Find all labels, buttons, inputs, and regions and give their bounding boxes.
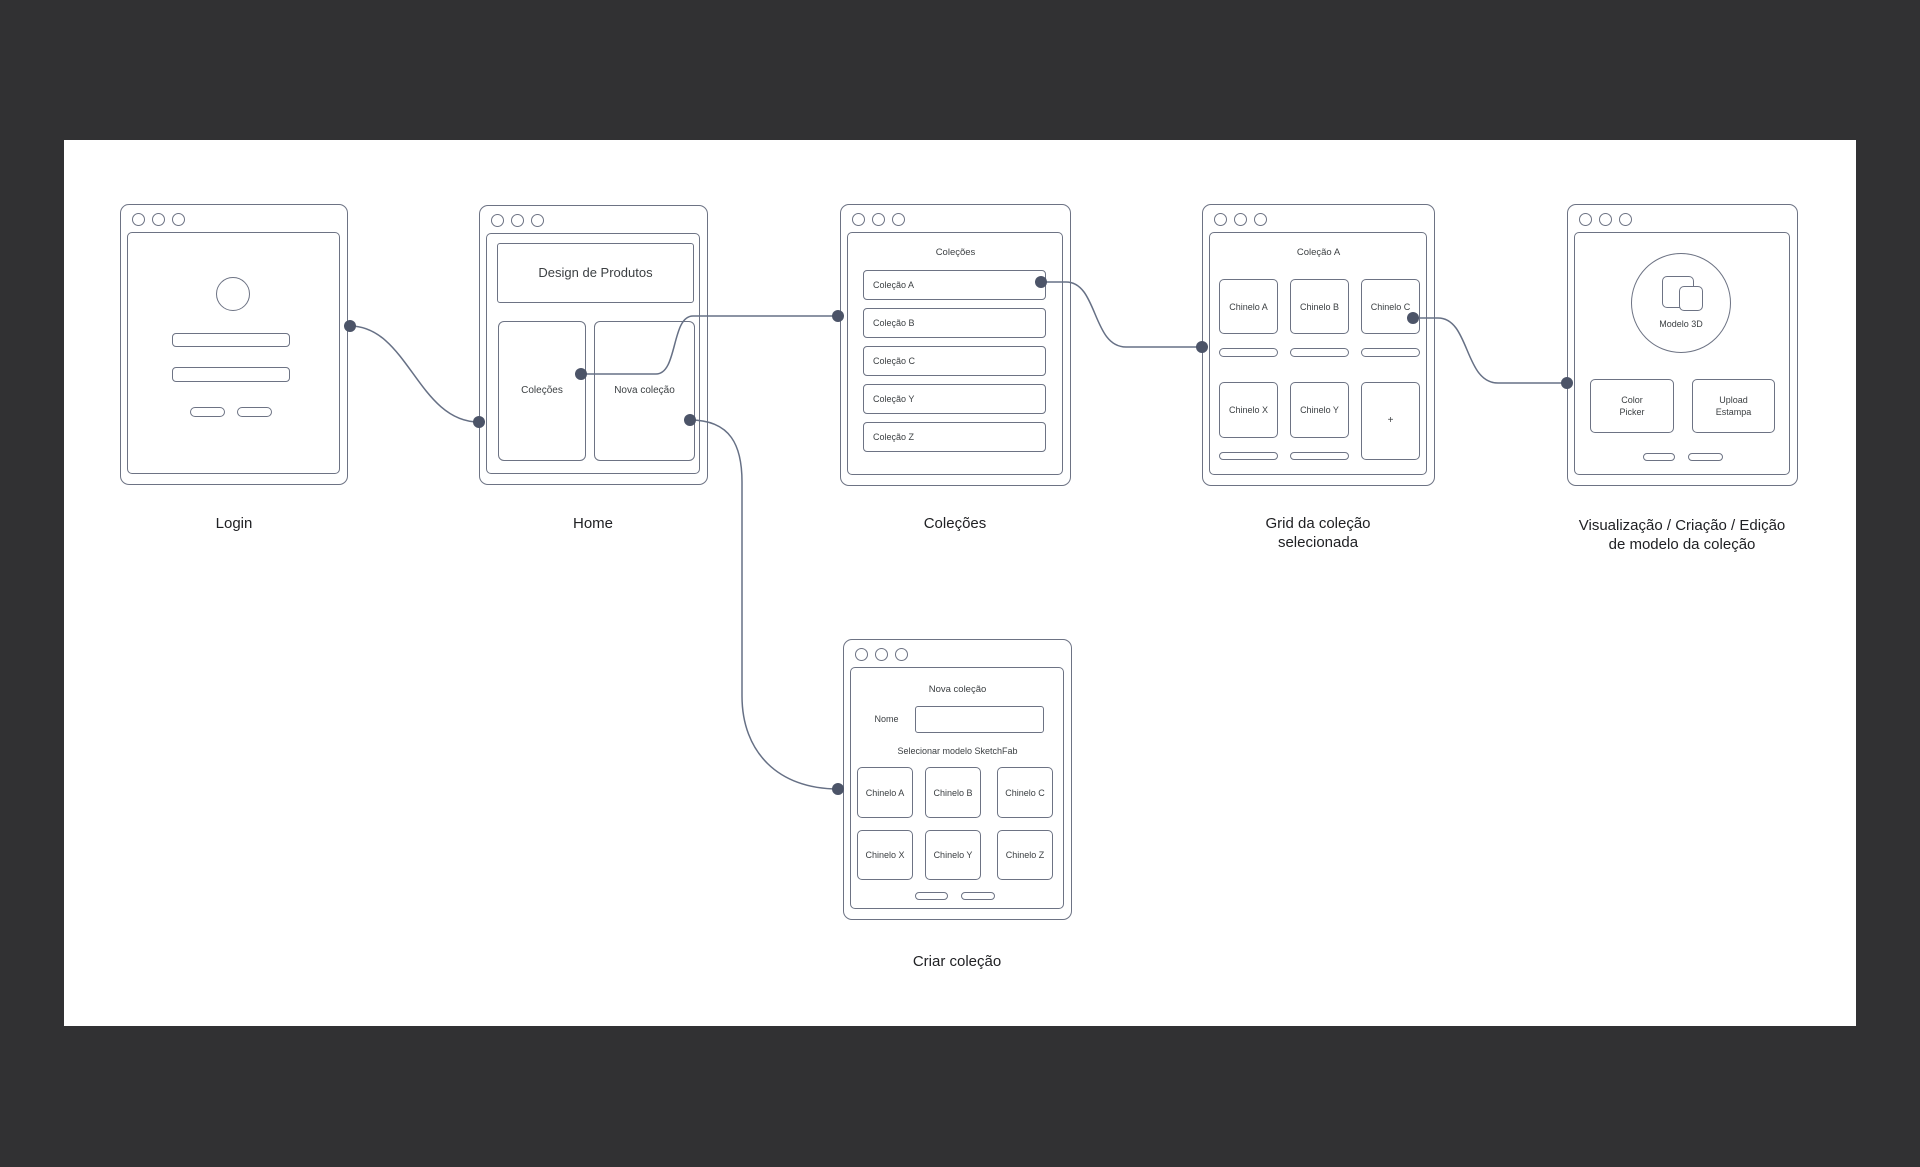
screen-content-frame xyxy=(847,232,1063,475)
list-item-colecao-b[interactable]: Coleção B xyxy=(863,308,1046,338)
window-control-icon xyxy=(852,213,865,226)
action-button[interactable] xyxy=(1688,453,1723,461)
confirm-button[interactable] xyxy=(961,892,995,900)
list-item-colecao-a[interactable]: Coleção A xyxy=(863,270,1046,300)
app-title-banner: Design de Produtos xyxy=(497,243,694,303)
chinelo-y-card[interactable]: Chinelo Y xyxy=(925,830,981,880)
chinelo-z-card[interactable]: Chinelo Z xyxy=(997,830,1053,880)
screen-caption-login: Login xyxy=(215,515,253,532)
screen-caption-criar: Criar coleção xyxy=(912,953,1002,970)
chinelo-y-card[interactable]: Chinelo Y xyxy=(1290,382,1349,438)
window-control-icon xyxy=(511,214,524,227)
password-field[interactable] xyxy=(172,367,290,382)
window-control-icon xyxy=(1214,213,1227,226)
screen-caption-home: Home xyxy=(572,515,613,532)
color-picker-button[interactable]: Color Picker xyxy=(1590,379,1674,433)
window-controls xyxy=(1214,213,1267,226)
window-control-icon xyxy=(172,213,185,226)
chinelo-b-card[interactable]: Chinelo B xyxy=(1290,279,1349,334)
window-control-icon xyxy=(152,213,165,226)
window-controls xyxy=(855,648,908,661)
window-control-icon xyxy=(1619,213,1632,226)
window-controls xyxy=(132,213,185,226)
nome-input[interactable] xyxy=(915,706,1044,733)
window-controls xyxy=(1579,213,1632,226)
list-item-colecao-c[interactable]: Coleção C xyxy=(863,346,1046,376)
action-button[interactable] xyxy=(1643,453,1675,461)
screen-content-frame xyxy=(850,667,1064,909)
screen-title: Nova coleção xyxy=(928,684,987,695)
screen-content-frame xyxy=(127,232,340,474)
window-control-icon xyxy=(892,213,905,226)
window-control-icon xyxy=(895,648,908,661)
login-button[interactable] xyxy=(190,407,225,417)
window-control-icon xyxy=(1234,213,1247,226)
screen-caption-colecoes: Coleções xyxy=(923,515,987,532)
add-model-card[interactable]: + xyxy=(1361,382,1420,460)
window-control-icon xyxy=(531,214,544,227)
chinelo-x-card[interactable]: Chinelo X xyxy=(1219,382,1278,438)
signup-button[interactable] xyxy=(237,407,272,417)
window-control-icon xyxy=(855,648,868,661)
window-control-icon xyxy=(1579,213,1592,226)
card-action-bar[interactable] xyxy=(1361,348,1420,357)
chinelo-b-card[interactable]: Chinelo B xyxy=(925,767,981,818)
list-item-colecao-y[interactable]: Coleção Y xyxy=(863,384,1046,414)
window-control-icon xyxy=(1254,213,1267,226)
model-viewer-label: Modelo 3D xyxy=(1659,319,1703,329)
chinelo-a-card[interactable]: Chinelo A xyxy=(857,767,913,818)
chinelo-c-card[interactable]: Chinelo C xyxy=(997,767,1053,818)
chinelo-c-card[interactable]: Chinelo C xyxy=(1361,279,1420,334)
screen-login xyxy=(120,204,348,485)
screen-title: Coleções xyxy=(935,247,976,258)
username-field[interactable] xyxy=(172,333,290,347)
screen-home: Design de Produtos Coleções Nova coleção xyxy=(479,205,708,485)
nova-colecao-card[interactable]: Nova coleção xyxy=(594,321,695,461)
card-action-bar[interactable] xyxy=(1290,452,1349,460)
screen-content-frame xyxy=(1574,232,1790,475)
avatar-icon xyxy=(216,277,250,311)
screen-caption-grid: Grid da coleção selecionada xyxy=(1265,515,1371,551)
chinelo-a-card[interactable]: Chinelo A xyxy=(1219,279,1278,334)
screen-modelo: Modelo 3D Color Picker Upload Estampa xyxy=(1567,204,1798,486)
list-item-colecao-z[interactable]: Coleção Z xyxy=(863,422,1046,452)
screen-caption-modelo: Visualização / Criação / Edição de model… xyxy=(1578,517,1786,553)
window-controls xyxy=(491,214,544,227)
window-controls xyxy=(852,213,905,226)
window-control-icon xyxy=(875,648,888,661)
card-action-bar[interactable] xyxy=(1290,348,1349,357)
screen-criar-colecao: Nova coleção Nome Selecionar modelo Sket… xyxy=(843,639,1072,920)
window-control-icon xyxy=(132,213,145,226)
card-action-bar[interactable] xyxy=(1219,348,1278,357)
cancel-button[interactable] xyxy=(915,892,948,900)
screen-colecoes: Coleções Coleção A Coleção B Coleção C C… xyxy=(840,204,1071,486)
screen-title: Coleção A xyxy=(1296,247,1341,258)
section-label: Selecionar modelo SketchFab xyxy=(897,746,1018,756)
window-control-icon xyxy=(491,214,504,227)
colecoes-card[interactable]: Coleções xyxy=(498,321,586,461)
upload-estampa-button[interactable]: Upload Estampa xyxy=(1692,379,1775,433)
chinelo-x-card[interactable]: Chinelo X xyxy=(857,830,913,880)
window-control-icon xyxy=(1599,213,1612,226)
screen-grid-colecao: Coleção A Chinelo A Chinelo B Chinelo C … xyxy=(1202,204,1435,486)
layers-icon xyxy=(1679,286,1703,311)
window-control-icon xyxy=(872,213,885,226)
card-action-bar[interactable] xyxy=(1219,452,1278,460)
nome-label: Nome xyxy=(874,714,899,724)
